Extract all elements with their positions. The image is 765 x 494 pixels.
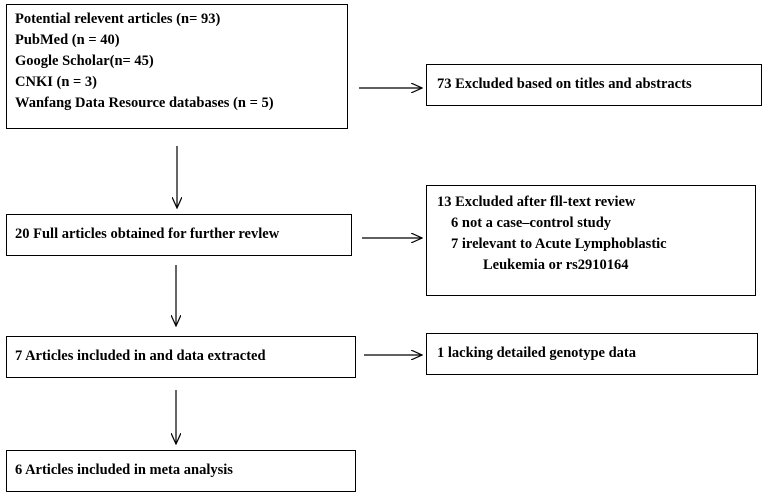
excluded-reason-2-line-1: 7 irelevant to Acute Lymphoblastic xyxy=(451,236,667,252)
sources-cnki: CNKI (n = 3) xyxy=(15,74,97,90)
excluded-titles-box: 73 Excluded based on titles and abstract… xyxy=(426,64,762,106)
lacking-genotype-text: 1 lacking detailed genotype data xyxy=(437,345,636,361)
sources-wanfang: Wanfang Data Resource databases (n = 5) xyxy=(15,95,274,111)
included-extracted-text: 7 Articles included in and data extracte… xyxy=(15,348,266,364)
excluded-reason-2-line-2: Leukemia or rs2910164 xyxy=(483,257,629,273)
excluded-fulltext-heading: 13 Excluded after fll-text review xyxy=(437,194,636,210)
meta-analysis-text: 6 Articles included in meta analysis xyxy=(15,462,233,478)
sources-pubmed: PubMed (n = 40) xyxy=(15,32,120,48)
sources-google-scholar: Google Scholar(n= 45) xyxy=(15,53,154,69)
full-articles-text: 20 Full articles obtained for further re… xyxy=(15,226,280,242)
lacking-genotype-box: 1 lacking detailed genotype data xyxy=(426,333,758,375)
sources-box: Potential relevent articles (n= 93) PubM… xyxy=(6,4,348,129)
meta-analysis-box: 6 Articles included in meta analysis xyxy=(6,450,356,492)
sources-total: Potential relevent articles (n= 93) xyxy=(15,11,221,27)
full-articles-box: 20 Full articles obtained for further re… xyxy=(6,214,352,256)
excluded-reason-1: 6 not a case–control study xyxy=(451,215,612,231)
excluded-titles-text: 73 Excluded based on titles and abstract… xyxy=(437,76,692,92)
excluded-fulltext-box: 13 Excluded after fll-text review 6 not … xyxy=(426,185,756,296)
included-extracted-box: 7 Articles included in and data extracte… xyxy=(6,336,356,378)
